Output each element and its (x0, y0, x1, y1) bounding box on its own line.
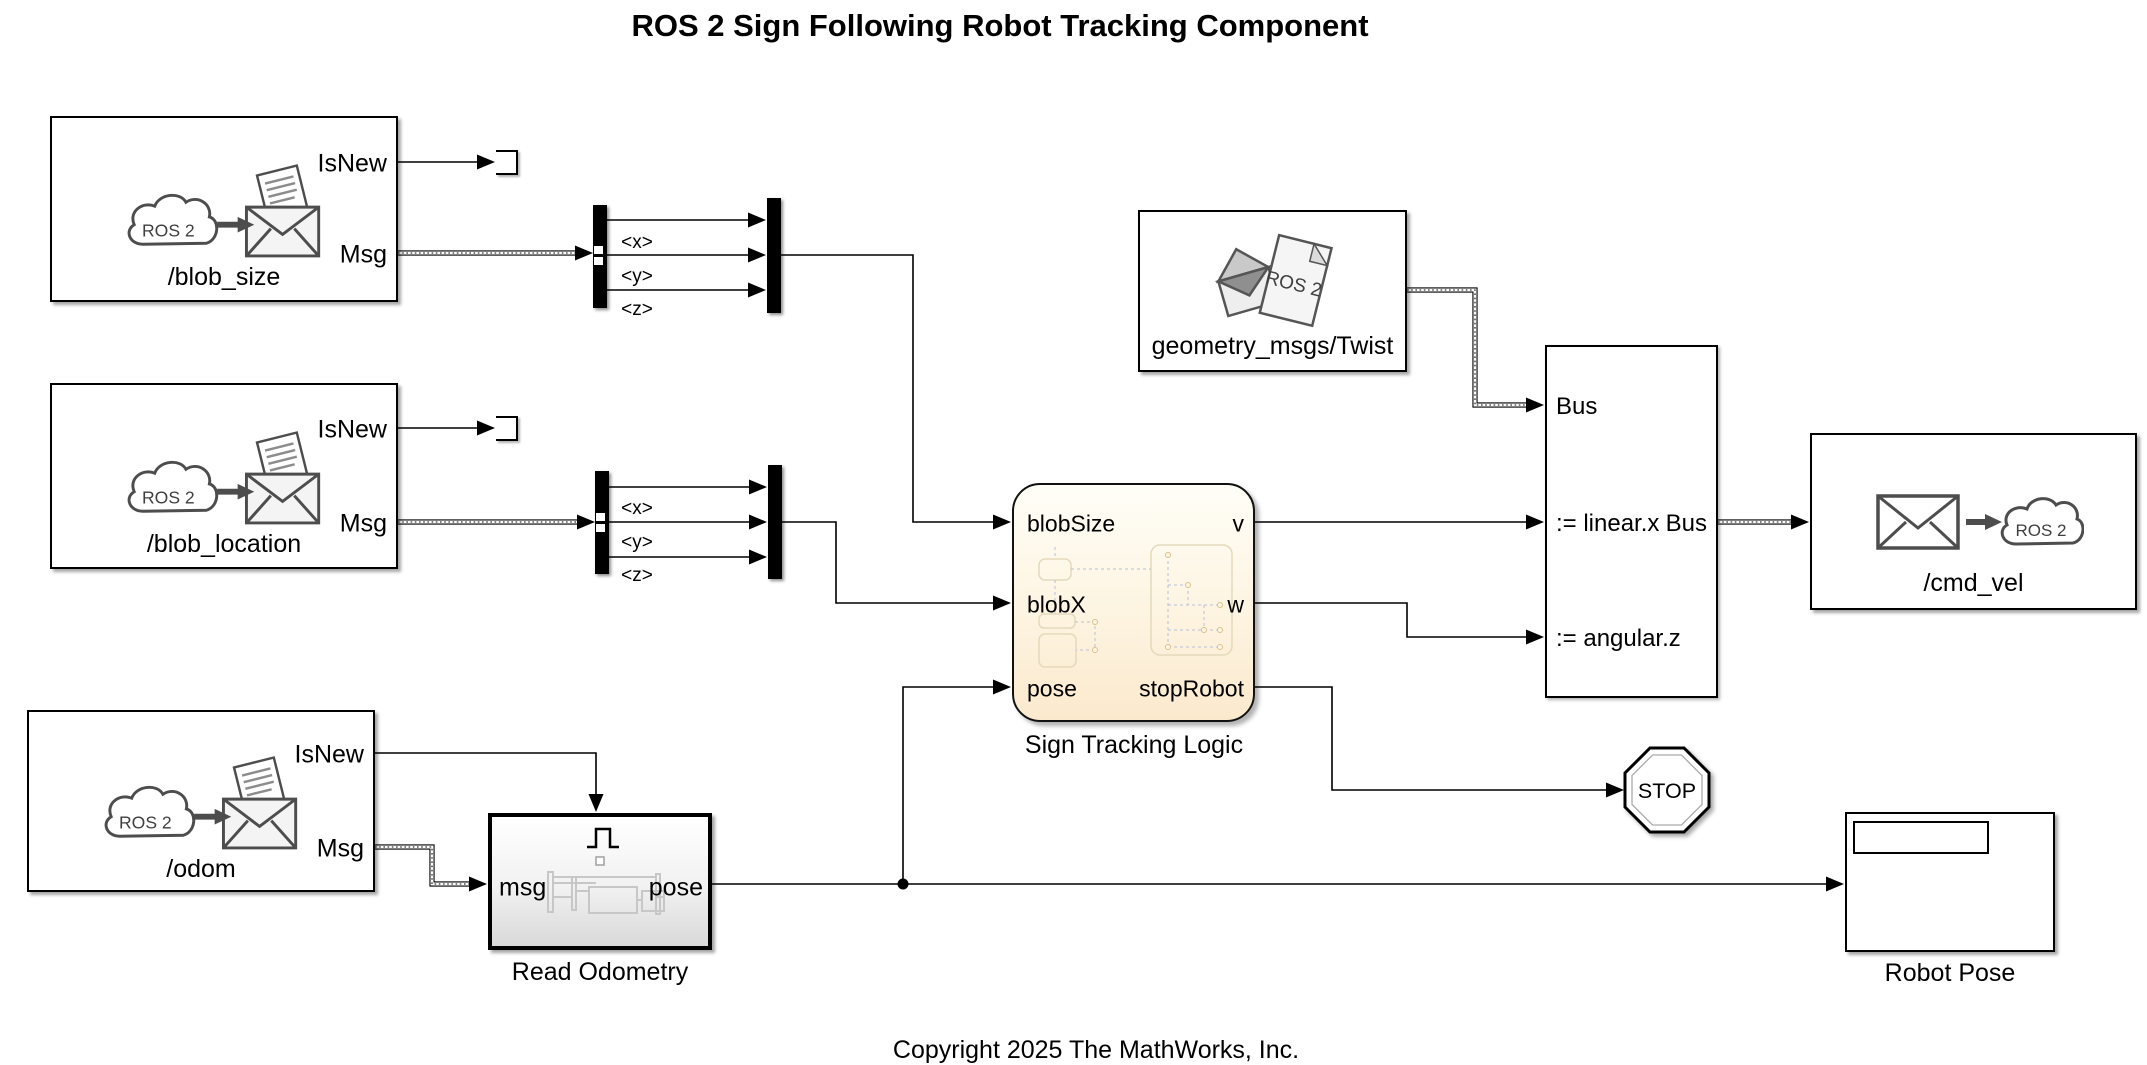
wire-blobsize-isnew[interactable] (398, 154, 495, 170)
port-label-isnew: IsNew (317, 149, 387, 178)
signal-label-x: <x> (621, 232, 653, 253)
bus-wire-odom-msg[interactable] (375, 844, 487, 892)
trigger-pulse-icon (587, 827, 619, 849)
port-label-pose: pose (648, 873, 703, 902)
port-label-w: w (1227, 591, 1244, 618)
block-name: /blob_location (146, 530, 302, 558)
bus-wire-bloblocation-msg[interactable] (398, 514, 595, 530)
bus-wire-twist-to-busassign[interactable] (1407, 287, 1544, 413)
signal-label-z: <z> (621, 299, 653, 320)
block-caption-sign-tracking: Sign Tracking Logic (1024, 731, 1244, 759)
model-title: ROS 2 Sign Following Robot Tracking Comp… (631, 8, 1369, 43)
ros2-cloud-icon (104, 785, 196, 838)
bus-wire-busassign-to-cmdvel[interactable] (1718, 514, 1809, 530)
port-label-blobsize: blobSize (1027, 510, 1116, 537)
block-bus-selector-2[interactable] (595, 471, 609, 574)
block-mux-1[interactable] (767, 198, 781, 313)
bus-wire-blobsize-msg[interactable] (398, 245, 593, 261)
wire-busselector2-to-mux2[interactable] (609, 479, 767, 565)
block-name: /odom (166, 855, 236, 883)
port-label-stoprobot: stopRobot (1139, 675, 1244, 702)
arrow-icon (214, 808, 232, 825)
block-stop-simulation[interactable]: STOP (1621, 744, 1713, 836)
port-label-bus-out: Bus (1665, 510, 1707, 537)
port-label-angular-z: := angular.z (1556, 625, 1681, 652)
ros2-subscribe-icon: ROS 2 (127, 430, 321, 525)
wire-stoprobot-to-stop[interactable] (1255, 686, 1624, 798)
port-label-msg: Msg (339, 240, 387, 269)
signal-label-y: <y> (621, 532, 653, 553)
block-sign-tracking-logic[interactable]: blobSize blobX pose v w stopRobot (1012, 483, 1255, 722)
wire-bloblocation-isnew[interactable] (398, 420, 495, 436)
block-name: geometry_msgs/Twist (1151, 332, 1394, 360)
signal-label-x: <x> (621, 498, 653, 519)
arrow-icon (237, 483, 255, 500)
block-bus-assignment[interactable]: Bus := linear.x := angular.z Bus (1545, 345, 1718, 698)
block-robot-pose-display[interactable] (1845, 812, 2055, 952)
block-subscribe-blob-location[interactable]: IsNew Msg ROS 2 /blob_location (50, 383, 398, 569)
block-name: /cmd_vel (1923, 569, 2024, 597)
block-caption-robot-pose: Robot Pose (1884, 959, 2016, 987)
wire-odom-isnew-to-trigger[interactable] (375, 752, 604, 812)
port-label-bus-in: Bus (1556, 393, 1598, 420)
port-label-msg: msg (499, 873, 547, 902)
block-blank-message-twist[interactable]: ROS 2 geometry_msgs/Twist (1138, 210, 1407, 372)
svg-text:ROS 2: ROS 2 (2015, 521, 2066, 540)
block-bus-selector-1[interactable] (593, 205, 607, 308)
signal-label-z: <z> (621, 565, 653, 586)
ros2-subscribe-icon: ROS 2 (127, 163, 321, 258)
arrow-icon (237, 216, 255, 233)
block-terminator-1[interactable] (496, 150, 518, 175)
wire-pose-branch[interactable] (902, 679, 1011, 885)
port-label-isnew: IsNew (317, 415, 387, 444)
ros2-subscribe-icon: ROS 2 (104, 755, 298, 849)
wire-mux2-to-blobx[interactable] (782, 521, 1011, 611)
arrow-icon (1984, 514, 2002, 531)
wire-mux1-to-blobsize[interactable] (781, 254, 1011, 530)
ros2-cloud-icon (127, 460, 219, 513)
envelope-icon (1875, 494, 1960, 550)
port-label-msg: Msg (339, 509, 387, 538)
ros2-publish-icon: ROS 2 (1875, 494, 2084, 550)
block-name: /blob_size (167, 263, 281, 291)
wire-w-to-angularz[interactable] (1255, 602, 1544, 645)
svg-text:ROS 2: ROS 2 (119, 812, 172, 832)
block-terminator-2[interactable] (496, 416, 518, 441)
ros2-cloud-icon (127, 193, 219, 246)
bus-selector-notch (594, 257, 603, 265)
stop-label: STOP (1638, 779, 1696, 803)
block-subscribe-blob-size[interactable]: IsNew Msg ROS 2 /blob_size (50, 116, 398, 302)
svg-text:ROS 2: ROS 2 (142, 220, 195, 240)
svg-text:ROS 2: ROS 2 (142, 487, 195, 507)
ros2-cloud-icon (2000, 497, 2084, 546)
stop-octagon-icon (1623, 746, 1711, 834)
block-publish-cmd-vel[interactable]: ROS 2 /cmd_vel (1810, 433, 2137, 610)
port-label-pose: pose (1027, 675, 1077, 702)
message-page-icon: ROS 2 (1257, 233, 1333, 327)
blank-message-icon: ROS 2 (1214, 233, 1333, 327)
port-label-msg: Msg (316, 834, 364, 863)
block-mux-2[interactable] (768, 465, 782, 579)
port-label-isnew: IsNew (294, 740, 364, 769)
block-read-odometry[interactable]: msg pose (488, 813, 712, 950)
wire-busselector1-to-mux1[interactable] (607, 212, 766, 298)
port-label-blobx: blobX (1027, 591, 1086, 618)
bus-selector-notch (594, 246, 603, 254)
wire-pose-main[interactable] (712, 876, 1844, 892)
port-label-v: v (1232, 510, 1245, 537)
copyright-text: Copyright 2025 The MathWorks, Inc. (892, 1036, 1300, 1064)
bus-selector-notch (596, 513, 605, 521)
block-subscribe-odom[interactable]: IsNew Msg ROS 2 /odom (27, 710, 375, 892)
bus-selector-notch (596, 524, 605, 532)
signal-label-y: <y> (621, 266, 653, 287)
wire-v-to-linearx[interactable] (1255, 514, 1544, 530)
port-label-linear-x: := linear.x (1556, 510, 1660, 537)
display-value-cell (1853, 821, 1989, 854)
block-caption-read-odometry: Read Odometry (511, 958, 689, 986)
